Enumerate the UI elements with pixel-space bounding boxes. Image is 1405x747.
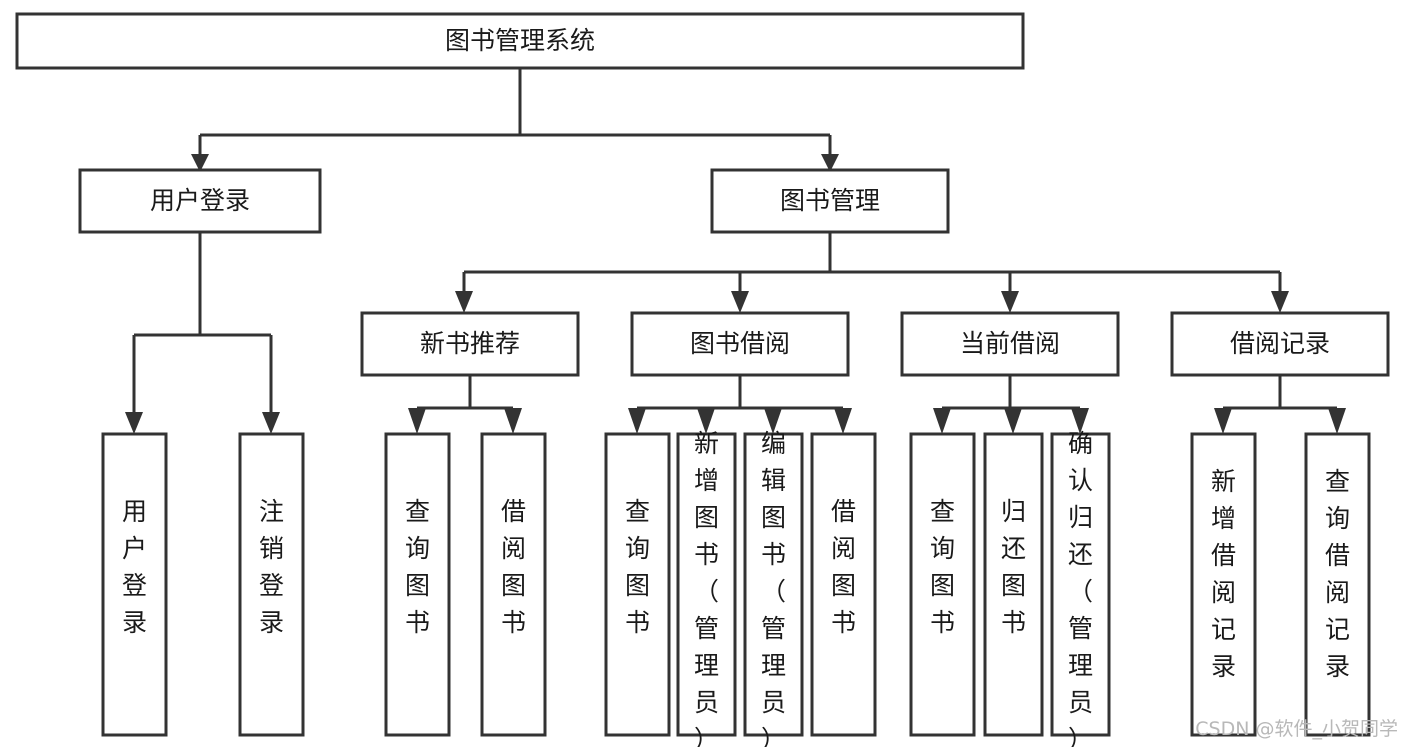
node-root-label: 图书管理系统: [445, 26, 595, 55]
leaf-node[interactable]: 编辑图书（管理员）: [743, 429, 804, 747]
arrowhead-leaf-user-logout: [262, 412, 280, 434]
leaf-node[interactable]: 归还图书: [983, 432, 1044, 737]
node-user-login-box[interactable]: [78, 168, 322, 234]
node-new-book-recommend-box[interactable]: [360, 311, 580, 377]
leaf-node-label: 借阅图书: [501, 497, 526, 637]
node-current-borrow-box[interactable]: [900, 311, 1120, 377]
node-book-management-box[interactable]: [710, 168, 950, 234]
leaf-node-label: 确认归还（管理员）: [1068, 429, 1093, 747]
arrowhead-leaf-confirm-return-admin: [1071, 408, 1089, 434]
leaf-node[interactable]: 新增图书（管理员）: [676, 429, 737, 747]
arrowhead-current-borrow: [1001, 291, 1019, 313]
node-book-management-label: 图书管理: [780, 186, 880, 215]
node-book-borrow-label: 图书借阅: [690, 329, 790, 358]
leaf-node[interactable]: 查询图书: [909, 432, 976, 737]
leaf-node-box[interactable]: [384, 432, 451, 737]
leaf-node-label: 新增图书（管理员）: [694, 429, 719, 747]
arrowhead-leaf-add-book-admin: [697, 408, 715, 434]
node-borrow-record[interactable]: 借阅记录: [1170, 311, 1390, 377]
arrowhead-book-borrow: [731, 291, 749, 313]
leaf-node-box[interactable]: [1304, 432, 1371, 737]
leaf-node[interactable]: 借阅图书: [480, 432, 547, 737]
leaf-node-label: 编辑图书（管理员）: [761, 429, 786, 747]
leaf-node-box[interactable]: [983, 432, 1044, 737]
leaf-node-box[interactable]: [604, 432, 671, 737]
node-user-login-label: 用户登录: [150, 186, 250, 215]
leaf-node-label: 查询图书: [625, 497, 650, 637]
leaf-node-box[interactable]: [909, 432, 976, 737]
node-borrow-record-label: 借阅记录: [1230, 329, 1330, 358]
node-new-book-recommend-label: 新书推荐: [420, 329, 520, 358]
leaf-node-box[interactable]: [238, 432, 305, 737]
leaf-node-label: 查询图书: [405, 497, 430, 637]
leaf-node[interactable]: 新增借阅记录: [1190, 432, 1257, 737]
leaf-node[interactable]: 用户登录: [101, 432, 168, 737]
node-current-borrow-label: 当前借阅: [960, 329, 1060, 358]
leaf-node[interactable]: 查询图书: [384, 432, 451, 737]
node-book-borrow-box[interactable]: [630, 311, 850, 377]
leaf-node-label: 查询借阅记录: [1325, 467, 1350, 681]
arrowhead-leaf-query-book-current: [933, 408, 951, 434]
arrowhead-leaf-borrow-book-recommend: [504, 408, 522, 434]
leaf-node-group: 用户登录 注销登录 查询图书 借阅图书 查询图书 新增图书（管理员） 编辑图书（管理员） 借阅…: [101, 429, 1371, 747]
connector-layer: [125, 68, 1346, 434]
node-book-management[interactable]: 图书管理: [710, 168, 950, 234]
leaf-node-label: 用户登录: [122, 497, 147, 637]
leaf-node-label: 新增借阅记录: [1211, 467, 1236, 681]
arrowhead-leaf-query-borrow-record: [1328, 408, 1346, 434]
leaf-node[interactable]: 确认归还（管理员）: [1050, 429, 1111, 747]
node-book-borrow[interactable]: 图书借阅: [630, 311, 850, 377]
arrowhead-leaf-add-borrow-record: [1214, 408, 1232, 434]
leaf-node-box[interactable]: [1190, 432, 1257, 737]
leaf-node-label: 注销登录: [259, 497, 284, 637]
node-root[interactable]: 图书管理系统: [15, 12, 1025, 70]
leaf-node[interactable]: 借阅图书: [810, 432, 877, 737]
leaf-node-box[interactable]: [101, 432, 168, 737]
arrowhead-leaf-edit-book-admin: [764, 408, 782, 434]
leaf-node-box[interactable]: [743, 432, 804, 737]
leaf-node-box[interactable]: [676, 432, 737, 737]
node-current-borrow[interactable]: 当前借阅: [900, 311, 1120, 377]
leaf-node-box[interactable]: [1050, 432, 1111, 737]
leaf-node[interactable]: 查询图书: [604, 432, 671, 737]
arrowhead-user-login: [191, 154, 209, 172]
arrowhead-leaf-user-login: [125, 412, 143, 434]
leaf-node[interactable]: 查询借阅记录: [1304, 432, 1371, 737]
leaf-node-label: 借阅图书: [831, 497, 856, 637]
leaf-node-box[interactable]: [810, 432, 877, 737]
node-new-book-recommend[interactable]: 新书推荐: [360, 311, 580, 377]
leaf-node-label: 归还图书: [1001, 497, 1026, 637]
node-layer: 图书管理系统 用户登录 图书管理 新书推荐 图书借阅 当前借阅 借阅记录: [15, 12, 1390, 747]
arrowhead-new-book-recommend: [455, 291, 473, 313]
arrowhead-leaf-query-book-recommend: [408, 408, 426, 434]
node-borrow-record-box[interactable]: [1170, 311, 1390, 377]
arrowhead-book-management: [821, 154, 839, 172]
arrowhead-borrow-record: [1271, 291, 1289, 313]
arrowhead-leaf-return-book: [1004, 408, 1022, 434]
csdn-watermark: CSDN @软件_小贺同学: [1195, 718, 1398, 740]
leaf-node-label: 查询图书: [930, 497, 955, 637]
node-user-login[interactable]: 用户登录: [78, 168, 322, 234]
node-root-box[interactable]: [15, 12, 1025, 70]
leaf-node-box[interactable]: [480, 432, 547, 737]
leaf-node[interactable]: 注销登录: [238, 432, 305, 737]
arrowhead-leaf-query-book-borrow: [628, 408, 646, 434]
arrowhead-leaf-borrow-book: [834, 408, 852, 434]
